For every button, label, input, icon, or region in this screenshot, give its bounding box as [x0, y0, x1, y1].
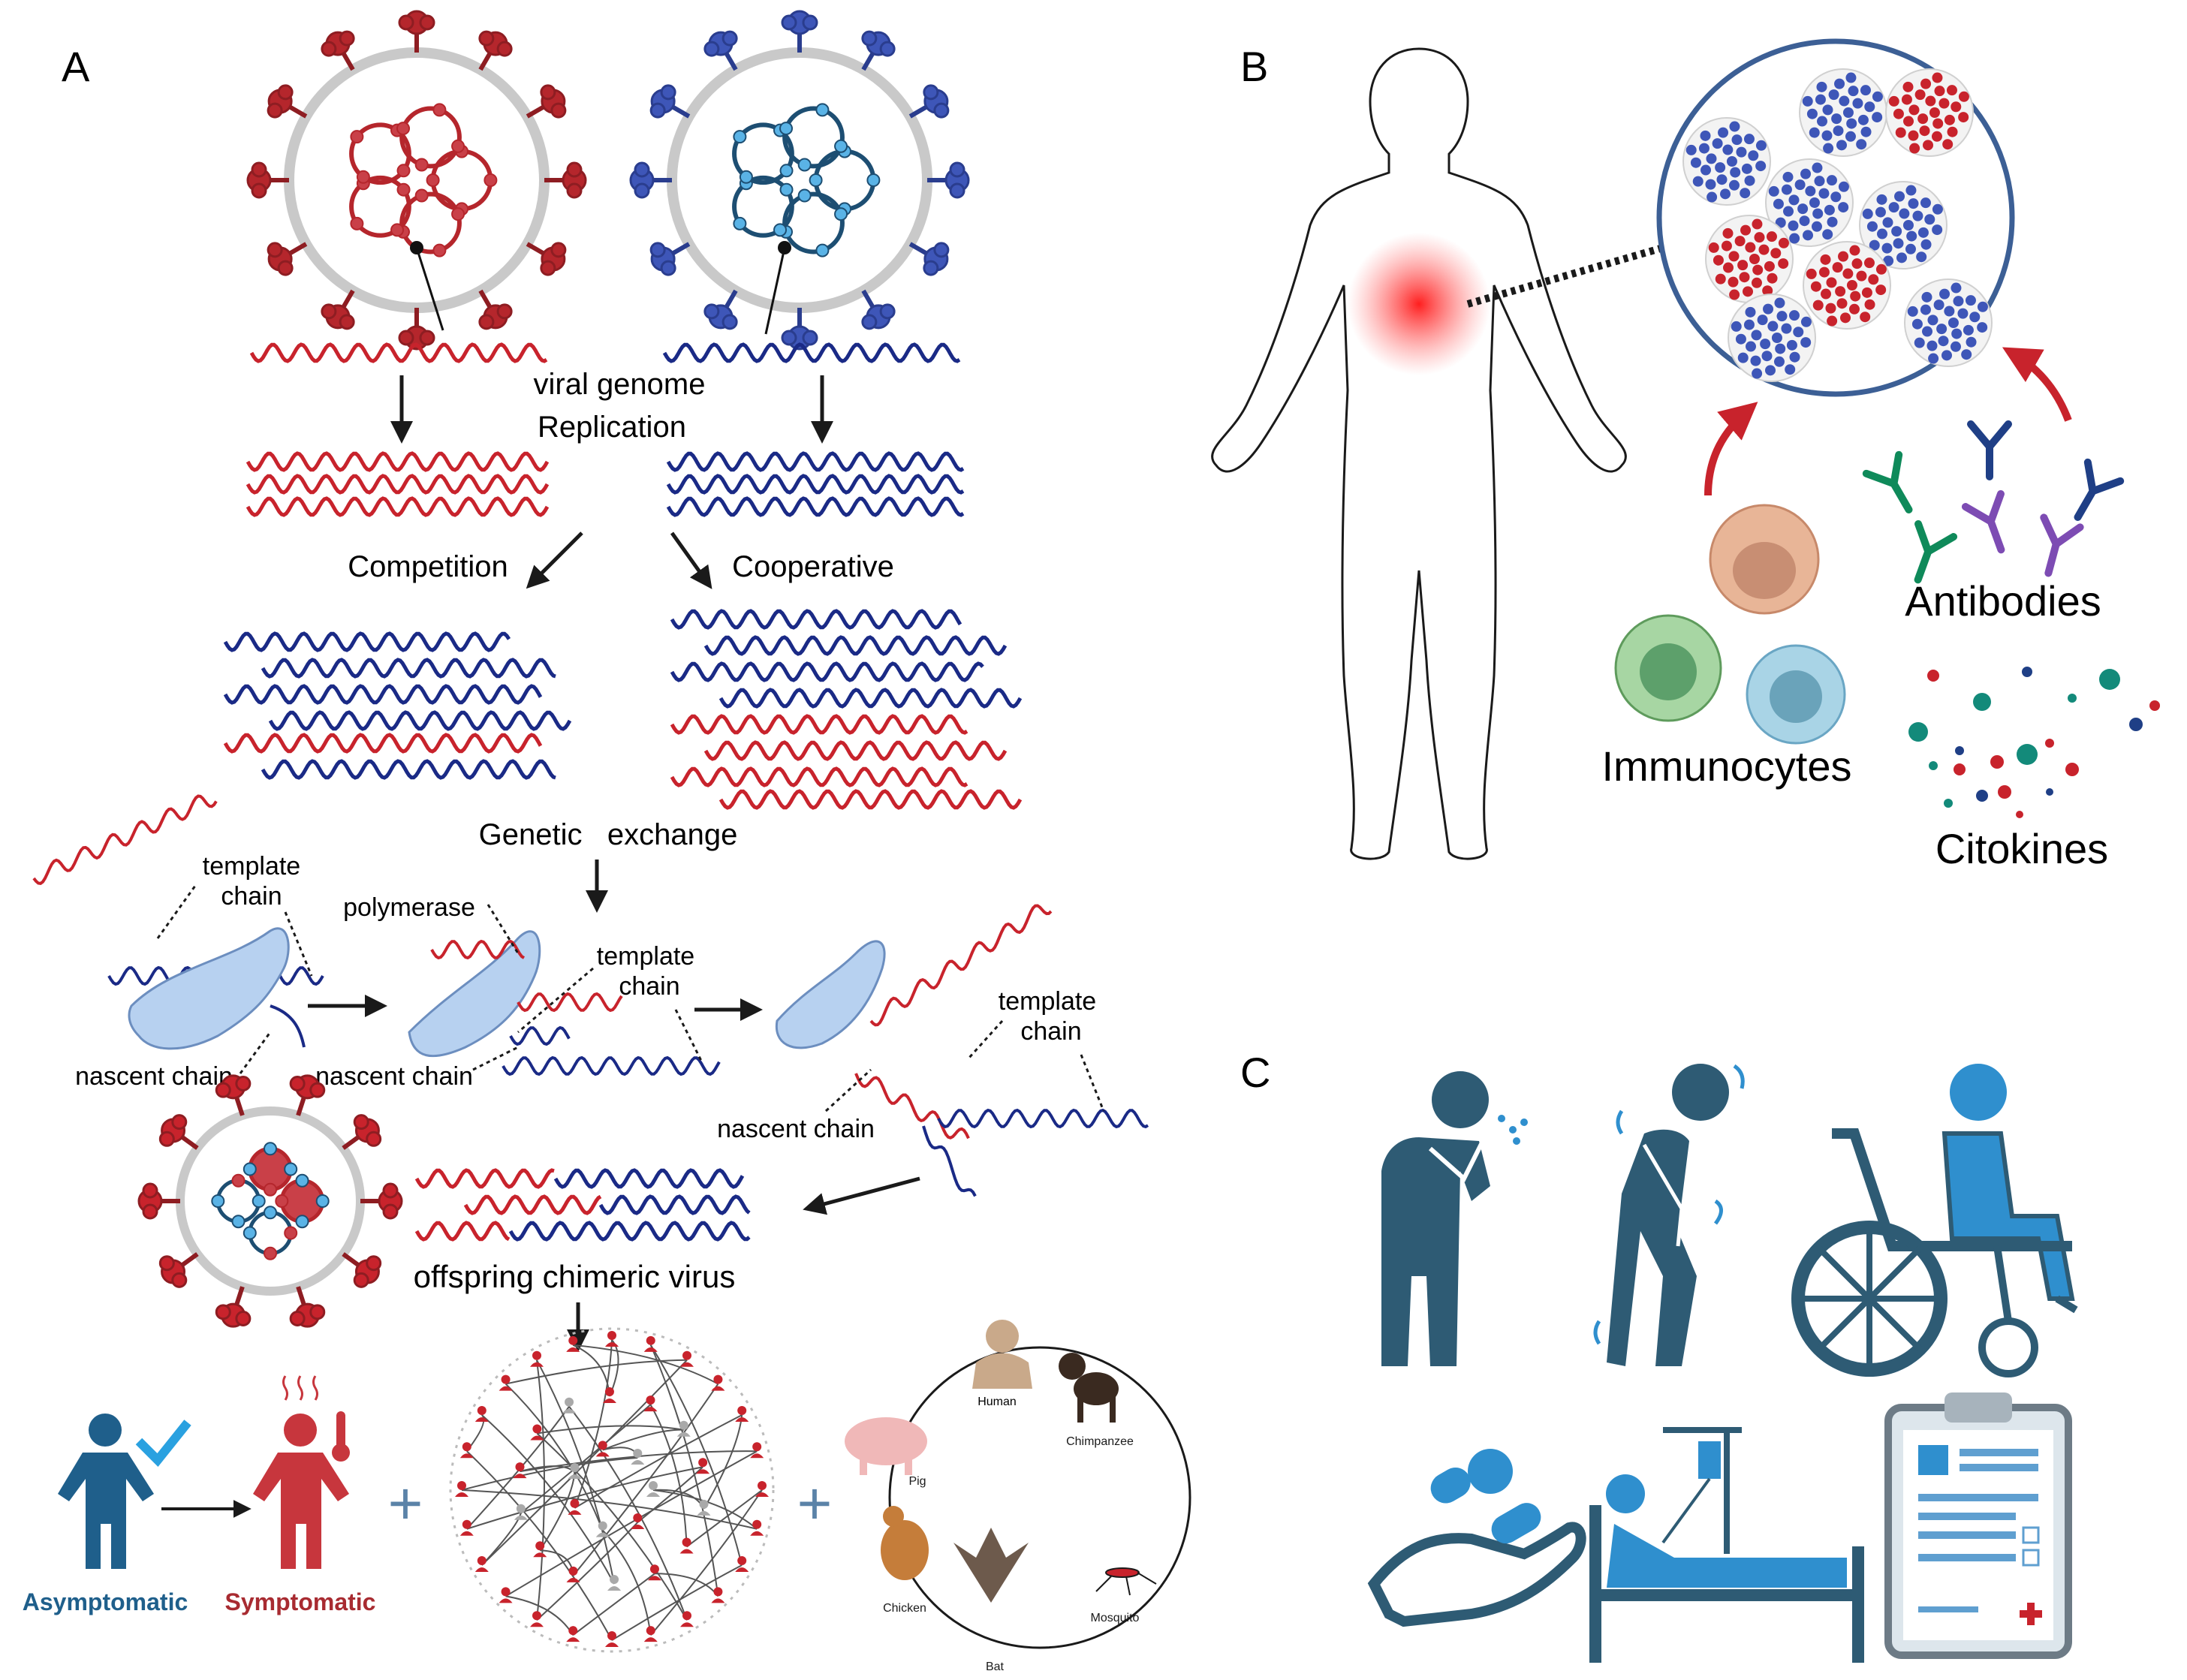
chimeric-virus-icon: [137, 1074, 403, 1328]
cooperative-label: Cooperative: [732, 550, 894, 583]
host-bat-label: Bat: [986, 1660, 1005, 1673]
panel-c-letter: C: [1240, 1049, 1270, 1096]
red-replicated-strands: [246, 451, 550, 517]
red-arrow-antibodies: [2002, 347, 2072, 422]
competition-strands: [223, 631, 572, 780]
panel-b: Immunocytes Antibodies Citokines: [1211, 38, 2160, 872]
nascent-chain-label-3: nascent chain: [717, 1115, 875, 1143]
cytokines-icon: [1908, 667, 2160, 818]
polymerase-label: polymerase: [343, 893, 475, 922]
blue-genome-strand: [662, 342, 961, 363]
host-chicken-label: Chicken: [883, 1602, 926, 1615]
medicine-hand-icon: [1367, 1449, 1586, 1627]
polymerase-icon-2: [408, 930, 541, 1058]
asymptomatic-person-icon: [58, 1414, 154, 1569]
red-arrow-immunocytes: [1704, 402, 1758, 496]
viral-genome-label: viral genome: [533, 368, 705, 401]
host-mosquito-label: Mosquito: [1091, 1612, 1140, 1624]
recombination-step-2: polymerase template chain nascent chain: [315, 893, 721, 1091]
human-icon: Human: [972, 1320, 1032, 1408]
template-chain-label-2b: chain: [619, 972, 679, 1001]
template-chain-label-1b: chain: [221, 882, 282, 911]
chimeric-strands: [414, 1168, 751, 1242]
genetic-exchange-label: Genetic exchange: [479, 818, 738, 851]
hospital-bed-patient-icon: [1589, 1427, 1864, 1663]
host-chimpanzee-label: Chimpanzee: [1066, 1435, 1134, 1448]
competition-label: Competition: [348, 550, 508, 583]
polymerase-icon-3: [775, 940, 886, 1049]
symptomatic-person-icon: [253, 1375, 350, 1569]
panel-c: [1367, 1064, 2078, 1663]
plus-sign-2: +: [797, 1470, 833, 1537]
transmission-network-icon: [449, 1327, 775, 1653]
virus-magnified-circle: [1656, 38, 2015, 397]
cooperative-strands: [670, 609, 1023, 810]
asymptomatic-label: Asymptomatic: [23, 1588, 188, 1615]
plus-sign-1: +: [388, 1470, 423, 1537]
panel-a-letter: A: [62, 43, 90, 90]
recombination-step-1: template chain nascent chain: [32, 794, 324, 1091]
template-chain-label-3b: chain: [1020, 1017, 1081, 1046]
chicken-icon: Chicken: [881, 1506, 929, 1615]
nascent-chain-label-2: nascent chain: [315, 1062, 473, 1091]
panel-a: viral genome Replication Competition Coo…: [23, 10, 1191, 1673]
host-pig-label: Pig: [908, 1475, 926, 1488]
symptomatic-label: Symptomatic: [225, 1588, 376, 1615]
red-genome-strand: [249, 342, 548, 363]
template-chain-label-3a: template: [999, 987, 1096, 1016]
host-human-label: Human: [978, 1395, 1017, 1408]
dizzy-elderly-person-icon: [1593, 1064, 1745, 1366]
replication-label: Replication: [538, 411, 686, 444]
blue-replicated-strands: [666, 451, 965, 517]
polymerase-icon: [128, 927, 290, 1050]
wheelchair-user-icon: [1791, 1064, 2078, 1377]
checkmark-icon: [135, 1420, 191, 1467]
nascent-chain-label-1: nascent chain: [75, 1062, 233, 1091]
template-chain-label-1a: template: [203, 852, 300, 881]
antibodies-icon: [1862, 420, 2125, 584]
bat-icon: Bat: [953, 1528, 1029, 1673]
immunocytes-label: Immunocytes: [1602, 742, 1852, 790]
sneezing-person-icon: [1381, 1071, 1528, 1366]
human-body-outline-icon: [1211, 47, 1627, 860]
template-chain-label-2a: template: [597, 942, 694, 971]
panel-b-letter: B: [1240, 43, 1268, 90]
chimpanzee-icon: Chimpanzee: [1059, 1353, 1134, 1448]
mosquito-icon: Mosquito: [1091, 1567, 1157, 1624]
recombination-step-3: template chain nascent chain: [717, 904, 1149, 1197]
immunocytes-icon: [1614, 504, 1846, 745]
antibodies-label: Antibodies: [1905, 577, 2101, 625]
red-virus-icon: [246, 10, 587, 351]
pig-icon: Pig: [845, 1417, 927, 1488]
offspring-chimeric-virus-label: offspring chimeric virus: [414, 1259, 736, 1294]
blue-virus-icon: [629, 10, 970, 351]
medical-report-clipboard-icon: [1884, 1392, 2072, 1659]
host-cycle-diagram: Human Chimpanzee Pig Chicken: [845, 1320, 1191, 1673]
citokines-label: Citokines: [1935, 825, 2108, 872]
